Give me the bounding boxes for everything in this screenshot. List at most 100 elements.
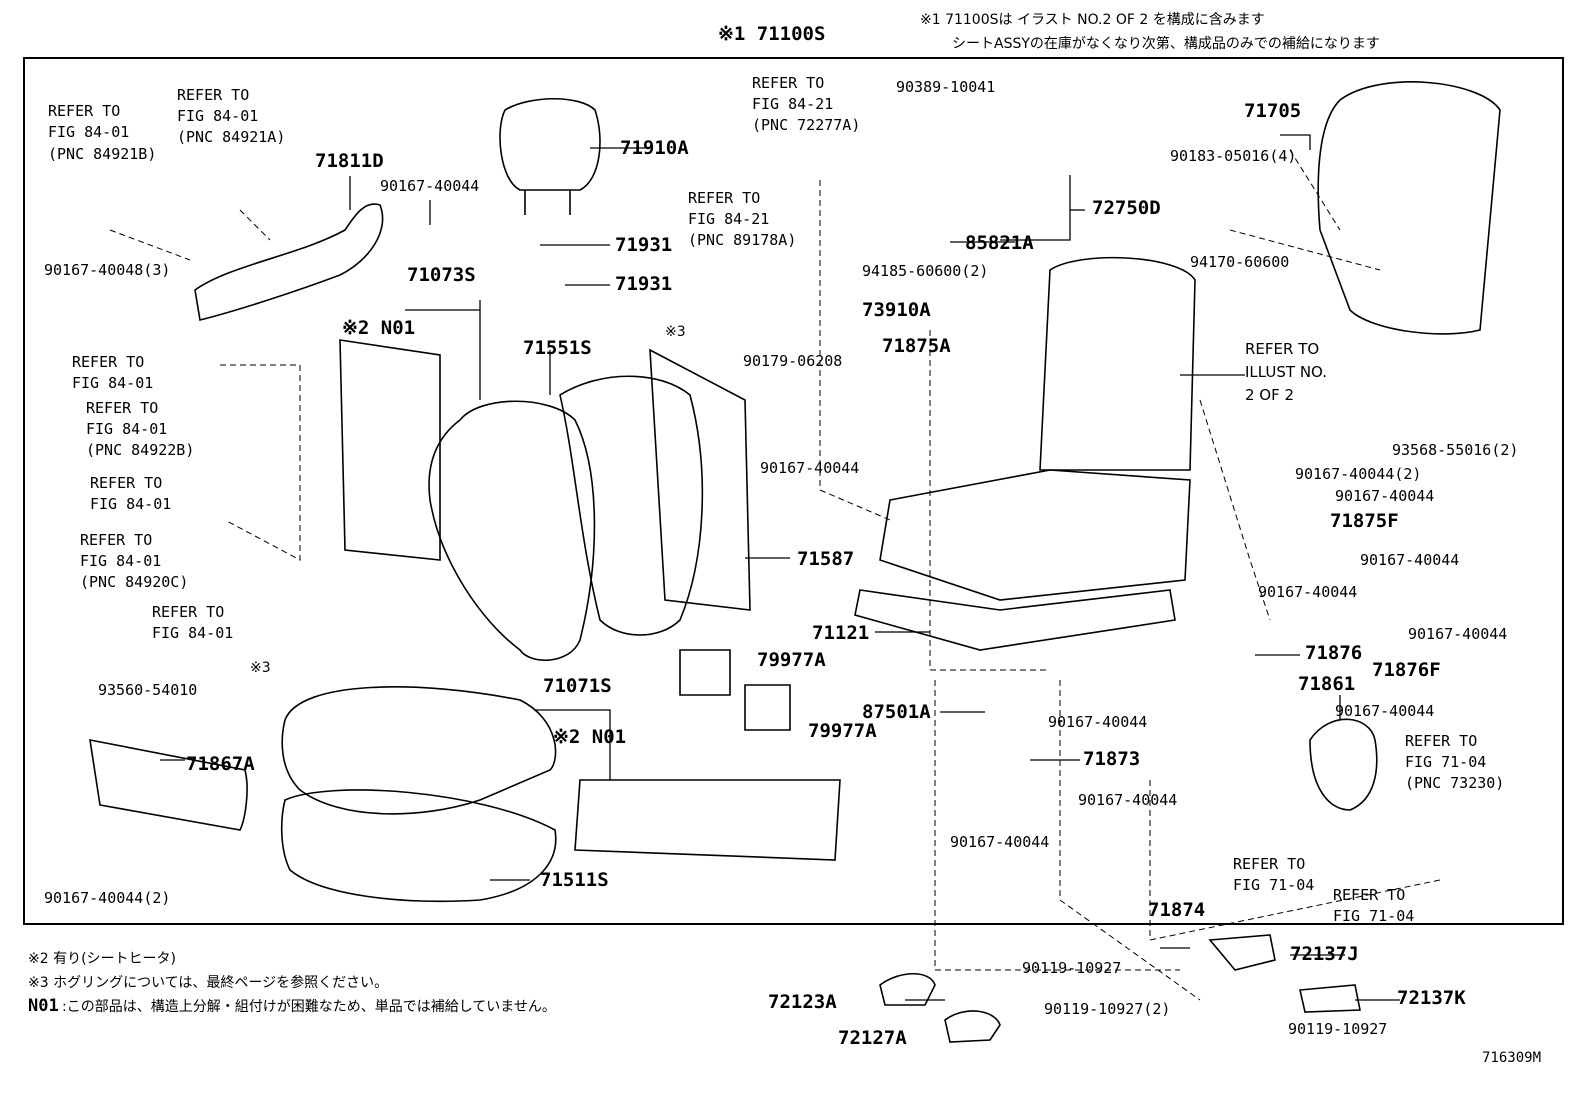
label-79977A-2-part <box>745 685 790 730</box>
part-number: 71587 <box>797 548 855 570</box>
legend-note-hog-ring: ※3 ホグリングについては、最終ページを参照ください。 <box>28 975 389 991</box>
diagram-frame <box>23 57 1564 925</box>
cover-72137J-part <box>1210 935 1275 970</box>
part-number: 87501A <box>862 701 931 723</box>
callout-refer: REFER TO <box>48 102 121 120</box>
part-number: 79977A <box>808 720 877 742</box>
note-marker: ※3 <box>250 660 271 676</box>
callout-refer: REFER TO <box>177 86 250 104</box>
legend-note-heater: ※2 有り(シートヒータ) <box>28 951 177 967</box>
part-number: ※2 N01 <box>342 317 416 339</box>
part-number: 72137J <box>1290 943 1359 965</box>
part-number: 90167-40044 <box>380 177 480 195</box>
cover-72123A-part <box>880 974 935 1005</box>
part-number: 73910A <box>862 299 931 321</box>
back-board-part <box>650 350 750 610</box>
legend-n01-text: :この部品は、構造上分解・組付けが困難なため、単品では補給していません。 <box>62 999 556 1015</box>
part-number: 71861 <box>1298 673 1356 695</box>
part-number: 71811D <box>315 150 384 172</box>
part-number: 71910A <box>620 137 689 159</box>
callout-fig: FIG 84-01 <box>86 420 168 438</box>
callout-pnc: (PNC 73230) <box>1405 774 1505 792</box>
callout-refer: REFER TO <box>72 353 145 371</box>
note-marker: ※3 <box>665 324 686 340</box>
callout-fig: FIG 84-01 <box>48 123 130 141</box>
callout-refer: REFER TO <box>1405 732 1478 750</box>
part-number: 90167-40044 <box>950 833 1050 851</box>
back-board-71705-part <box>1318 82 1500 334</box>
headrest-part <box>500 99 600 190</box>
part-number: 71931 <box>615 273 673 295</box>
part-number: ※2 N01 <box>553 726 627 748</box>
side-shield-part <box>195 204 383 320</box>
part-number: 71073S <box>407 264 476 286</box>
callout-refer: REFER TO <box>752 74 825 92</box>
inner-cover-part <box>1310 719 1377 810</box>
label-79977A-part <box>680 650 730 695</box>
callout-fig: FIG 84-01 <box>80 552 162 570</box>
part-number: 90167-40044 <box>1258 583 1358 601</box>
legend-n01-code: N01 <box>28 996 59 1016</box>
callout-fig: FIG 84-21 <box>752 95 834 113</box>
header-note-1: ※1 71100Sは イラスト NO.2 OF 2 を構成に含みます <box>920 12 1265 28</box>
part-number: 90167-40044(2) <box>1295 465 1422 483</box>
callout-fig: FIG 71-04 <box>1333 907 1415 925</box>
cushion-pad-part <box>282 790 556 901</box>
callout-fig: FIG 84-01 <box>72 374 154 392</box>
callout-refer: REFER TO <box>1245 340 1320 358</box>
part-number: 90167-40048(3) <box>44 261 171 279</box>
part-number: 72127A <box>838 1027 907 1049</box>
callout-pnc: (PNC 84921A) <box>177 128 286 146</box>
callout-fig: FIG 84-01 <box>90 495 172 513</box>
part-number: 71931 <box>615 234 673 256</box>
seatback-frame-part <box>1040 258 1195 470</box>
figure-id: 716309M <box>1482 1050 1542 1066</box>
callout-refer: REFER TO <box>90 474 163 492</box>
cover-72127A-part <box>945 1011 1000 1042</box>
callout-refer: REFER TO <box>152 603 225 621</box>
heater-mat-part <box>340 340 440 560</box>
callout-pnc: (PNC 72277A) <box>752 116 861 134</box>
part-number: 90167-40044 <box>1408 625 1508 643</box>
callout-pnc: (PNC 89178A) <box>688 231 797 249</box>
part-number: 72123A <box>768 991 837 1013</box>
callout-illust: ILLUST NO. <box>1245 363 1328 381</box>
part-number: 71121 <box>812 622 870 644</box>
part-number: 90167-40044 <box>1078 791 1178 809</box>
part-number: 90167-40044 <box>1335 487 1435 505</box>
part-number: 71551S <box>523 337 592 359</box>
callout-pnc: (PNC 84921B) <box>48 145 157 163</box>
part-number: 90119-10927(2) <box>1044 1000 1171 1018</box>
part-number: 71875A <box>882 335 951 357</box>
part-number: 79977A <box>757 649 826 671</box>
part-number: 93560-54010 <box>98 681 198 699</box>
seatback-cover-part <box>429 401 594 660</box>
callout-refer: REFER TO <box>1233 855 1306 873</box>
part-number: 71876F <box>1372 659 1441 681</box>
callout-fig: FIG 71-04 <box>1233 876 1315 894</box>
cover-72137K-part <box>1300 985 1360 1012</box>
callout-refer: REFER TO <box>80 531 153 549</box>
part-number: 90183-05016(4) <box>1170 147 1297 165</box>
part-number: 72137K <box>1397 987 1466 1009</box>
seatback-pad-part <box>560 376 702 635</box>
part-number: 90119-10927 <box>1288 1020 1388 1038</box>
part-number: 72750D <box>1092 197 1161 219</box>
lower-trim-part <box>90 740 247 830</box>
part-number: 94185-60600(2) <box>862 262 989 280</box>
part-number: 93568-55016(2) <box>1392 441 1519 459</box>
callout-fig: FIG 71-04 <box>1405 753 1487 771</box>
part-number: 71071S <box>543 675 612 697</box>
part-number: 71867A <box>186 753 255 775</box>
callout-refer: REFER TO <box>86 399 159 417</box>
callout-pnc: (PNC 84922B) <box>86 441 195 459</box>
assembly-number: ※1 71100S <box>718 23 826 45</box>
part-number: 90167-40044 <box>760 459 860 477</box>
part-number: 71705 <box>1244 100 1302 122</box>
callout-refer: REFER TO <box>1333 886 1406 904</box>
part-number: 90389-10041 <box>896 78 996 96</box>
seat-track-part <box>855 590 1175 650</box>
part-number: 71876 <box>1305 642 1363 664</box>
part-number: 90167-40044 <box>1048 713 1148 731</box>
